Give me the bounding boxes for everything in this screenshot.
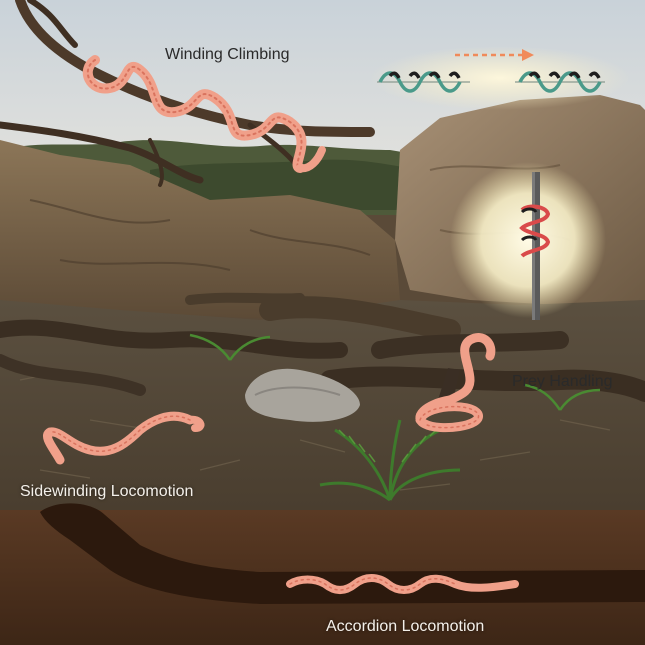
accordion-snake [286,574,519,594]
prey-snake [415,333,496,433]
helix-glow [370,46,630,110]
label-prey-handling: Prey Handling [512,373,613,390]
sidewinding-snake [43,411,205,465]
direction-arrow [455,49,534,61]
helix-right [515,71,605,93]
left-boulder [0,140,400,320]
label-sidewinding-locomotion: Sidewinding Locomotion [20,483,194,500]
helix-left [377,71,470,93]
fern-small [189,333,601,411]
burrow-tunnel [40,503,645,604]
prey-glow [450,162,606,318]
branch [0,0,375,187]
center-stone [245,368,360,422]
label-winding-climbing: Winding Climbing [165,46,290,63]
label-accordion-locomotion: Accordion Locomotion [326,618,485,635]
climbing-snake [82,55,326,173]
rod-helix [519,172,551,320]
fallen-logs [0,292,645,402]
